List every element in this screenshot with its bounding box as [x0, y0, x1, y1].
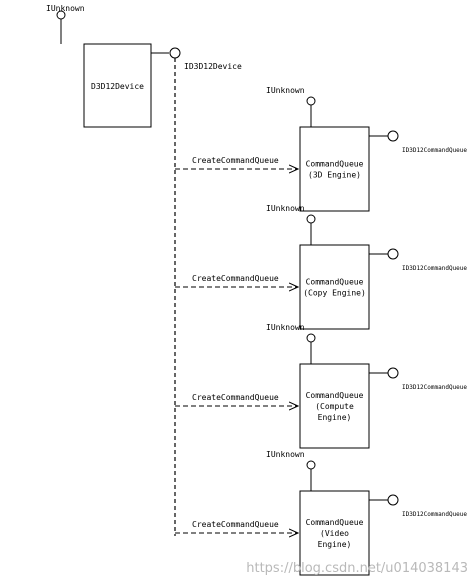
queue-box — [299, 244, 370, 330]
queue-port-label: ID3D12CommandQueue — [402, 265, 467, 272]
queue-iunknown-label: IUnknown — [266, 450, 305, 459]
create-method-label: CreateCommandQueue — [192, 274, 279, 283]
device-iunknown-label: IUnknown — [46, 4, 85, 13]
queue-port-label: ID3D12CommandQueue — [402, 147, 467, 154]
queue-box-label-line: (3D Engine) — [308, 171, 361, 180]
queue-box — [299, 490, 370, 576]
queue-port-lollipop — [387, 130, 399, 142]
device-iunknown-lollipop — [56, 10, 66, 20]
queue-iunknown-lollipop — [306, 333, 316, 343]
queue-port-lollipop — [387, 367, 399, 379]
queue-box-label-line: CommandQueue — [306, 518, 364, 527]
queue-box-label-line: CommandQueue — [306, 391, 364, 400]
queue-box-label-line: CommandQueue — [306, 278, 364, 287]
queue-box-label-line: (Copy Engine) — [303, 289, 366, 298]
queue-box-label-line: Engine) — [318, 540, 352, 549]
queue-iunknown-label: IUnknown — [266, 86, 305, 95]
device-port-label: ID3D12Device — [184, 62, 242, 71]
queue-box-label-line: Engine) — [318, 413, 352, 422]
queue-iunknown-label: IUnknown — [266, 323, 305, 332]
queue-port-lollipop — [387, 248, 399, 260]
queue-box — [299, 363, 370, 449]
device-box-label: D3D12Device — [91, 82, 144, 91]
queue-iunknown-label: IUnknown — [266, 204, 305, 213]
queue-iunknown-lollipop — [306, 96, 316, 106]
create-method-label: CreateCommandQueue — [192, 156, 279, 165]
queue-iunknown-lollipop — [306, 460, 316, 470]
queue-port-label: ID3D12CommandQueue — [402, 384, 467, 391]
device-box — [83, 43, 152, 128]
queue-box-label-line: CommandQueue — [306, 160, 364, 169]
queue-iunknown-lollipop — [306, 214, 316, 224]
watermark-text: https://blog.csdn.net/u014038143 — [246, 561, 468, 576]
queue-port-lollipop — [387, 494, 399, 506]
queue-port-label: ID3D12CommandQueue — [402, 511, 467, 518]
device-port-lollipop — [169, 47, 181, 59]
device-object: IUnknown D3D12Device ID3D12Device — [46, 4, 242, 128]
create-method-label: CreateCommandQueue — [192, 393, 279, 402]
queue-box — [299, 126, 370, 212]
queue-box-label-line: (Video — [320, 529, 349, 538]
create-method-label: CreateCommandQueue — [192, 520, 279, 529]
queue-box-label-line: (Compute — [315, 402, 354, 411]
